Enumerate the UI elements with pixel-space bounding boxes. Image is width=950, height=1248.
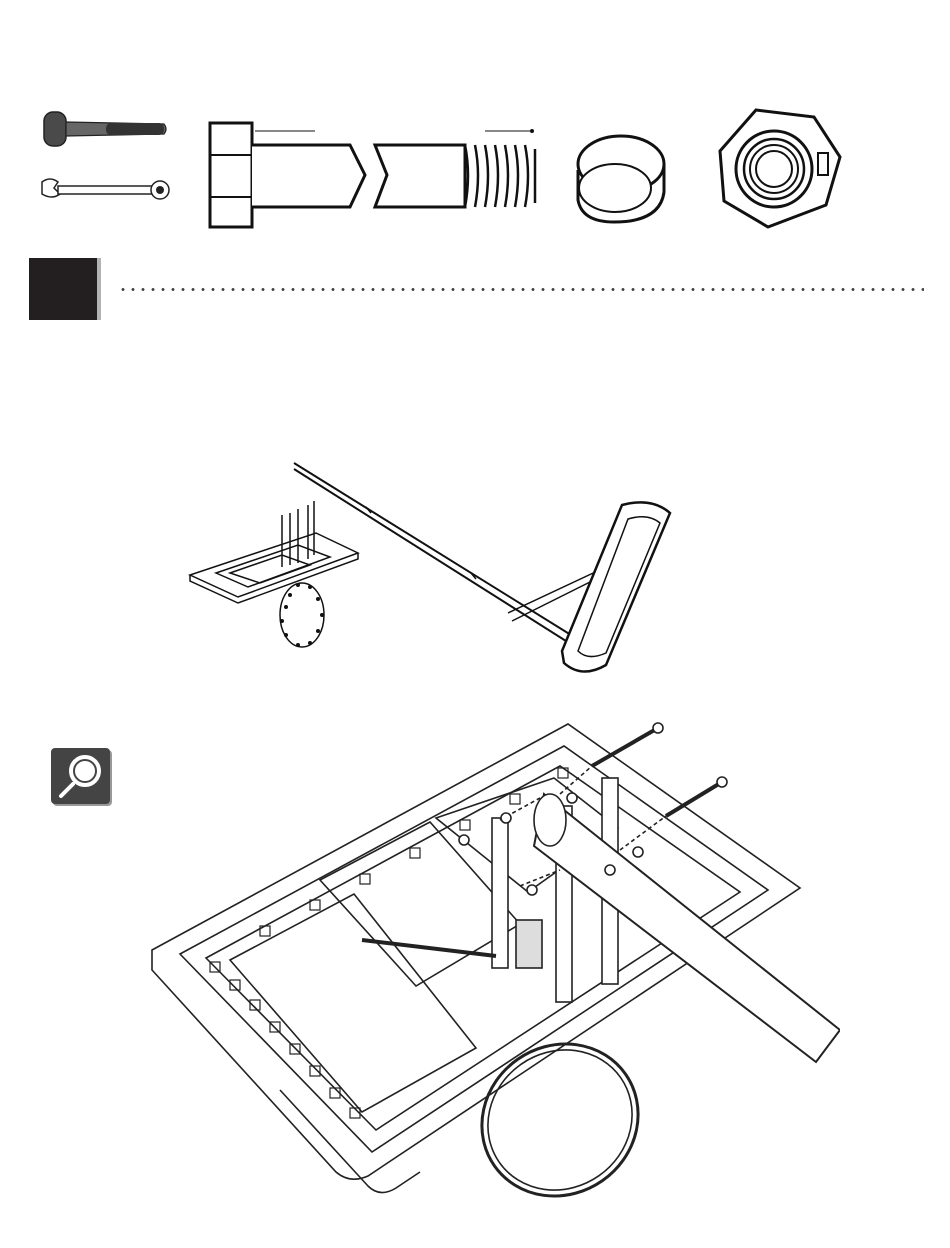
wrench-icon [36,172,176,212]
zoom-badge [51,748,110,804]
backboard-bracket-detail-illustration [140,710,840,1210]
step-divider-dotted [118,288,924,291]
spacer-icon [568,128,670,228]
lock-nut-icon [714,105,844,231]
hammer-icon [36,104,176,154]
hex-bolt-icon [205,115,545,235]
step-number-box-front [29,258,97,320]
backboard-pole-overview-illustration [186,455,686,685]
magnifier-icon [51,748,110,804]
tools-group [36,104,176,214]
